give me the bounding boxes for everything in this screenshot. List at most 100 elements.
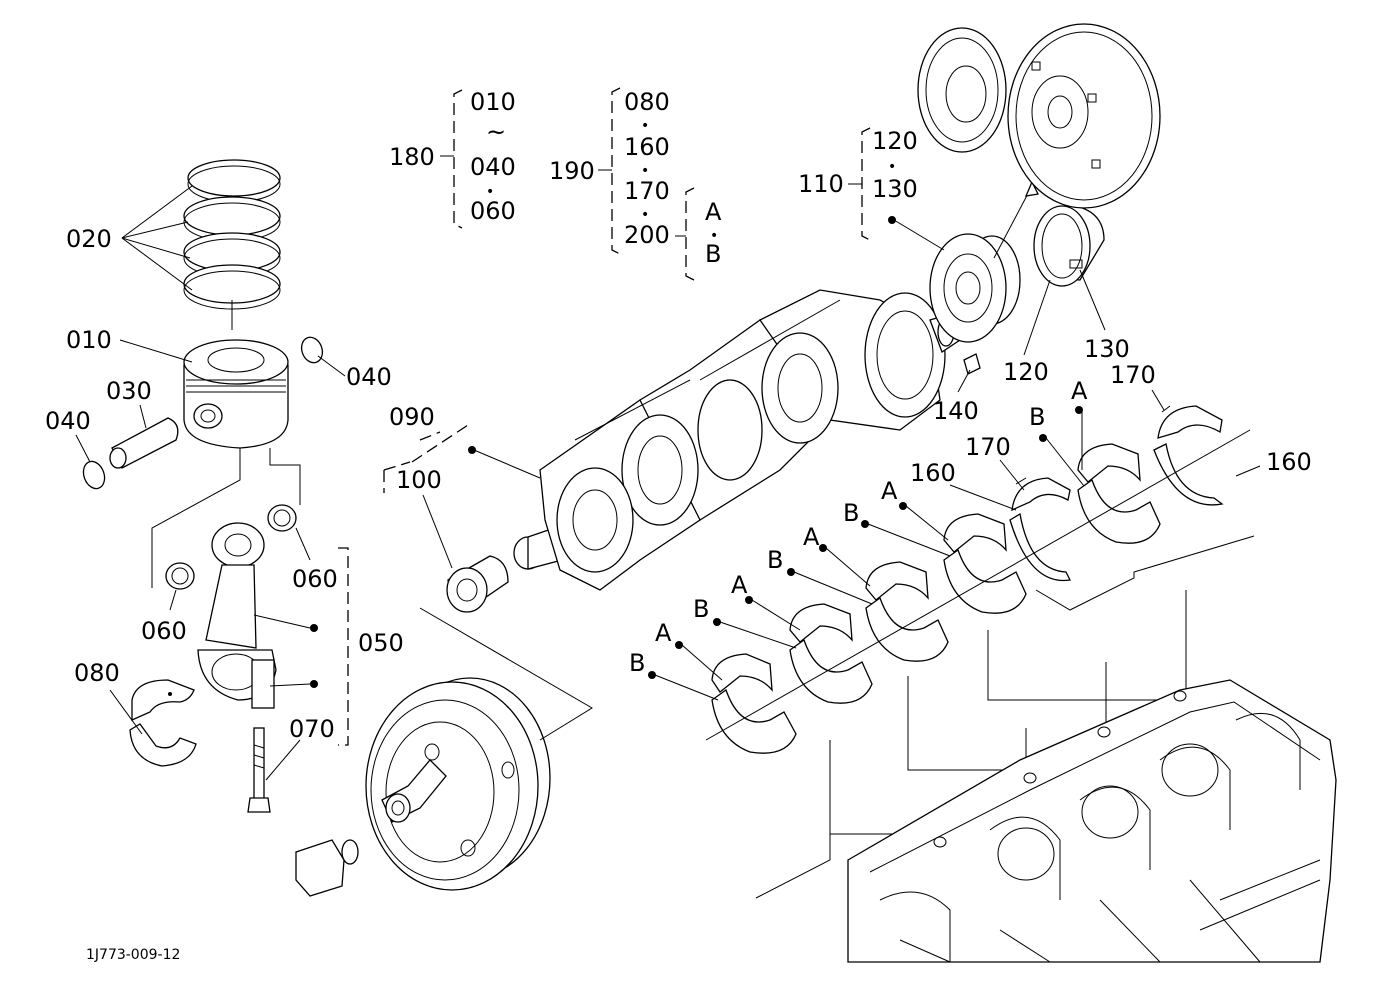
leader-130	[1079, 269, 1106, 331]
g190ab-item-0: A	[705, 198, 722, 226]
g180-item-4: 060	[470, 197, 516, 225]
guide-pulley	[419, 607, 593, 741]
idle-gear-large[interactable]	[1007, 23, 1161, 209]
guide-piston-rod-right	[269, 448, 301, 505]
g190ab-item-2: B	[705, 240, 721, 268]
rod-bolt[interactable]	[247, 727, 271, 813]
circlip-left[interactable]	[80, 458, 108, 491]
label-130-bottom: 130	[1084, 335, 1130, 363]
label-120-bottom: 120	[1003, 358, 1049, 386]
label-040-left: 040	[45, 407, 91, 435]
label-bearing-b3: B	[767, 546, 783, 574]
crank-gear-110[interactable]	[929, 233, 1021, 343]
label-160-right: 160	[1266, 448, 1312, 476]
bushing-right[interactable]	[267, 504, 297, 532]
dot-050-b	[310, 680, 318, 688]
dot-110	[888, 216, 896, 224]
idle-gear-small[interactable]	[917, 27, 1007, 153]
connecting-rod[interactable]	[197, 522, 277, 709]
leader-040-left	[75, 434, 91, 463]
engine-block[interactable]	[847, 679, 1337, 963]
label-110: 110	[798, 170, 844, 198]
bracket-110	[861, 127, 871, 241]
leader-100	[422, 494, 453, 569]
document-id: 1J773-009-12	[86, 947, 180, 963]
dot-050-a	[310, 624, 318, 632]
bushing-left[interactable]	[165, 562, 195, 590]
arrow-gear	[993, 185, 1033, 259]
label-190: 190	[549, 157, 595, 185]
leader-010	[119, 339, 193, 363]
piston-pin[interactable]	[109, 417, 179, 469]
label-bearing-a3: A	[803, 523, 820, 551]
bracket-ab	[685, 187, 695, 281]
leader-020	[121, 185, 233, 330]
crank-pulley[interactable]	[365, 677, 551, 891]
label-100: 100	[396, 466, 442, 494]
crankshaft[interactable]	[513, 289, 961, 591]
dot-090	[468, 446, 476, 454]
leader-120	[1023, 279, 1051, 356]
leader-030	[139, 404, 147, 429]
g180-item-1: ~	[486, 118, 506, 146]
key-140[interactable]	[963, 353, 981, 375]
circlip-right[interactable]	[298, 334, 326, 365]
label-020: 020	[66, 225, 112, 253]
main-bearing-2[interactable]	[789, 603, 873, 704]
g110-item-2: 130	[872, 175, 918, 203]
main-bearing-1[interactable]	[711, 653, 797, 754]
piston[interactable]	[183, 339, 289, 449]
g190-item-2: 160	[624, 133, 670, 161]
leader-140	[957, 369, 971, 393]
leader-050-a	[253, 614, 311, 629]
label-bearing-a5: A	[1071, 377, 1088, 405]
leader-090	[473, 449, 541, 479]
label-040-right: 040	[346, 363, 392, 391]
thrust-collar[interactable]	[1033, 204, 1105, 287]
main-bearing-5[interactable]	[1077, 443, 1161, 544]
g190-item-3: •	[641, 163, 649, 179]
bracket-180	[453, 89, 463, 229]
g180-item-0: 010	[470, 88, 516, 116]
piston-rings[interactable]	[183, 159, 281, 310]
g110-item-1: •	[888, 159, 896, 175]
label-bearing-a4: A	[881, 477, 898, 505]
thrust-washer-160-170[interactable]	[1009, 477, 1071, 582]
pulley-bolt[interactable]	[295, 839, 359, 897]
label-bearing-b2: B	[693, 595, 709, 623]
label-060-left: 060	[141, 617, 187, 645]
label-090: 090	[389, 403, 435, 431]
label-060-right: 060	[292, 565, 338, 593]
leader-060-right	[295, 527, 311, 561]
g190-item-1: •	[641, 118, 649, 134]
bracket-090	[411, 424, 469, 463]
label-bearing-b1: B	[629, 649, 645, 677]
label-bearing-a1: A	[655, 619, 672, 647]
bracket-050	[338, 547, 349, 746]
label-160-mid: 160	[910, 459, 956, 487]
label-bearing-b4: B	[843, 499, 859, 527]
main-bearing-3[interactable]	[865, 561, 949, 662]
label-bearing-b5: B	[1029, 403, 1045, 431]
g190-item-5: •	[641, 207, 649, 223]
leader-080	[109, 689, 143, 735]
g190-item-4: 170	[624, 177, 670, 205]
thrust-washer-rear[interactable]	[1153, 405, 1224, 506]
label-070: 070	[289, 715, 335, 743]
g190-item-0: 080	[624, 88, 670, 116]
bracket-190	[611, 87, 621, 255]
label-170-mid: 170	[965, 433, 1011, 461]
label-010: 010	[66, 326, 112, 354]
label-180: 180	[389, 143, 435, 171]
g190-item-6: 200	[624, 221, 670, 249]
g180-item-3: •	[486, 184, 494, 200]
guide-piston-rod-left	[151, 448, 241, 588]
leader-050-b	[269, 683, 311, 687]
label-bearing-a2: A	[731, 571, 748, 599]
rod-bearing[interactable]	[129, 679, 197, 767]
bearing-leaders	[648, 389, 1261, 701]
crank-gear-100[interactable]	[446, 555, 509, 613]
g180-item-2: 040	[470, 153, 516, 181]
axis-lines	[705, 429, 1251, 741]
